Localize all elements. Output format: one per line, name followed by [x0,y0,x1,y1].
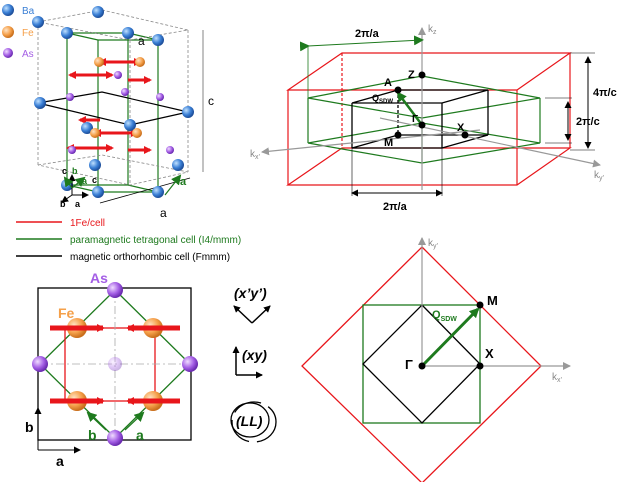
legend-fe-dot [2,26,14,38]
triad-c2-label: c [92,175,97,185]
triad-a-green-label: a [82,176,88,186]
fe-atoms [90,57,145,138]
fe-label: Fe [58,305,75,321]
triad-a-label: a [75,199,81,209]
point-x-label: X [457,122,465,134]
dim-a-bottom-label: a [160,206,167,220]
black-diamond-bz [362,304,481,424]
top-dim-line [299,35,424,52]
ky-axis [379,117,601,168]
right-outer-label: 4π/c [593,87,617,99]
triad-b-green-label: b [72,166,78,176]
as-top [107,282,123,298]
as-right [182,356,198,372]
xy-label: (xy) [242,347,267,363]
legend-orthorhombic-label: magnetic orthorhombic cell (Fmmm) [70,252,230,263]
b-green-arrow [86,411,107,431]
a-green-label: a [136,427,144,443]
legend-1fe-label: 1Fe/cell [70,218,105,229]
crystal-structure-panel: Ba Fe As c a a [2,4,214,220]
point-x-dot [461,131,469,139]
a-green-arrow [124,411,145,431]
q-sdw-label-3d: QSDW [372,93,393,105]
point-z-dot [418,71,426,79]
point-m-dot [394,131,402,139]
bottom-dim-label: 2π/a [383,201,408,213]
top-dim-label: 2π/a [355,28,380,40]
as-center [108,357,122,371]
cell-a-green-arrow [164,174,182,196]
feas-plane-panel: As Fe a b b a [25,270,198,469]
b-black-label: b [25,419,34,435]
dim-c-label: c [208,94,214,108]
point-a-label: A [384,77,392,89]
xy-prime-arrow-l [233,305,253,324]
point-g-dot [418,121,426,129]
brillouin-3d-panel: kz kx’ ky’ 2π/a 2π/a 4π/c 2π/c Z A X M Γ [250,24,617,213]
as-label: As [90,270,108,286]
point-m-label: M [384,137,393,149]
point-g-label: Γ [412,114,418,125]
legend-fe-label: Fe [22,28,34,39]
ky-label: ky’ [594,170,605,182]
right-inner-label: 2π/c [576,116,600,128]
kz-label: kz [428,24,437,36]
brillouin-2d-panel: ky’ kx’ M X Γ QSDW [301,237,571,482]
xy-prime-label: (x’y’) [234,285,267,301]
tetragonal-cell-lines [66,32,159,193]
dim-a-label: a [138,34,145,48]
q-sdw-arrow-3d [396,91,423,126]
point-g-2d-label: Γ [405,357,413,372]
axis-triad [61,174,89,203]
legend-as-dot [3,48,13,58]
q-sdw-arrow-2d [420,307,480,368]
polarization-panel: (x’y’) (xy) (LL) [230,285,277,443]
point-m-2d-dot [476,301,484,309]
point-m-2d-label: M [487,293,498,308]
b-green-label: b [88,427,97,443]
ky-label-2d: ky’ [428,238,439,250]
xy-prime-arrow-r [251,305,271,324]
kx-label-2d: kx’ [552,372,563,384]
red-diamond-bz [301,246,542,482]
orthorhombic-plane [37,91,189,126]
ll-circle-1 [230,402,270,438]
point-x-2d-dot [476,362,484,370]
green-bz [307,75,541,164]
cell-legend: 1Fe/cell paramagnetic tetragonal cell (I… [16,218,241,263]
red-square [64,327,156,402]
legend-ba-dot [2,4,14,16]
legend-ba-label: Ba [22,6,35,17]
triad-c-label: c [62,166,67,176]
ll-circle-2 [231,401,277,443]
triad-b-label: b [60,199,66,209]
a-black-label: a [56,453,64,469]
ba-atoms [32,6,194,198]
point-z-label: Z [408,69,415,81]
kx-axis [261,129,481,156]
q-sdw-label-2d: QSDW [432,309,457,323]
as-atoms [66,71,174,154]
legend-tetragonal-label: paramagnetic tetragonal cell (I4/mmm) [70,235,241,246]
as-left [32,356,48,372]
red-box [286,52,572,186]
legend-as-label: As [22,49,34,60]
point-a-dot [394,86,402,94]
point-x-2d-label: X [485,346,494,361]
outer-box-lines [37,9,189,186]
kx-label: kx’ [250,149,261,161]
cell-a-green-label: a [180,176,187,188]
ll-label: (LL) [236,413,263,429]
point-g-2d-dot [418,362,426,370]
as-bottom [107,430,123,446]
